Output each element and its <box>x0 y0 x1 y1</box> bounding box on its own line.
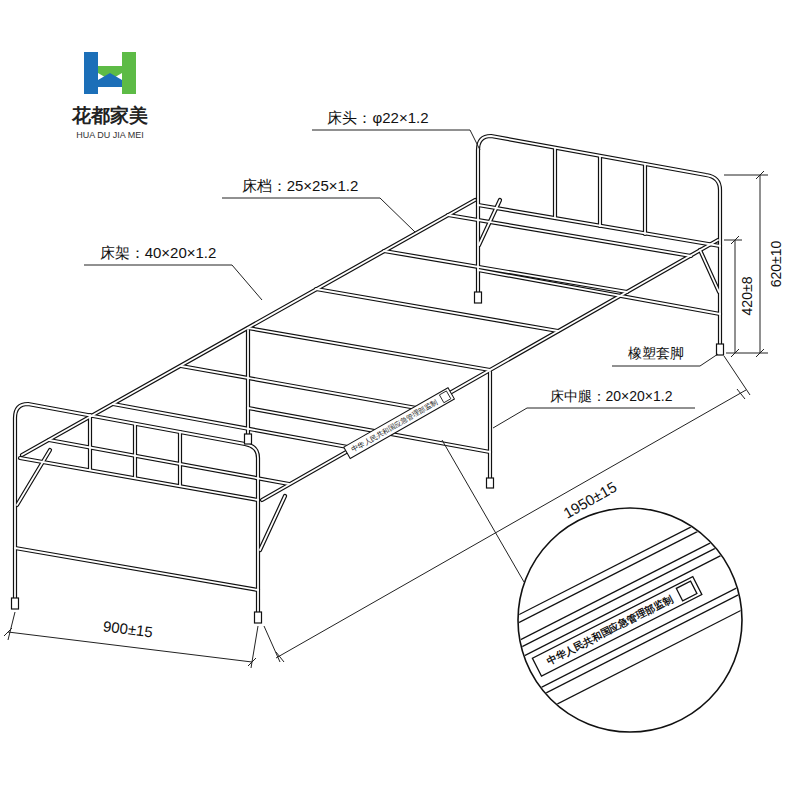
plate-text: 中华人民共和国应急管理部监制 <box>350 398 441 455</box>
dimension-line <box>760 175 761 353</box>
leader-line <box>312 130 480 150</box>
rubber-foot <box>245 434 252 444</box>
logo-block <box>84 52 98 94</box>
rubber-foot <box>12 598 19 609</box>
extension-line <box>724 240 742 241</box>
plate-stamp <box>676 581 697 601</box>
dimension-tick <box>731 236 739 244</box>
dimension-text: 420±8 <box>739 277 755 316</box>
leader-line <box>442 440 524 582</box>
leader-line <box>84 265 262 300</box>
dimension-tick <box>756 349 764 357</box>
rubber-foot <box>255 612 262 623</box>
leader-line <box>700 354 718 366</box>
dimension-text: 900±15 <box>102 617 154 640</box>
dimension-text: 620±10 <box>768 241 784 288</box>
extension-line <box>8 612 15 640</box>
detail-circle <box>518 508 742 732</box>
detail-tube <box>498 586 756 718</box>
dimension-tick <box>737 389 745 399</box>
leader-line <box>222 198 415 232</box>
extension-line <box>724 175 768 176</box>
dimension-tick <box>248 658 256 666</box>
brand-pinyin: HUA DU JIA MEI <box>76 130 144 140</box>
part-label: 橡塑套脚 <box>628 345 684 361</box>
dimension-text: 1950±15 <box>560 478 619 522</box>
leader-line <box>612 366 700 367</box>
detail-tube <box>474 540 732 672</box>
rubber-foot <box>475 292 482 303</box>
part-label: 床档：25×25×1.2 <box>242 177 359 194</box>
detail-tube <box>494 580 752 712</box>
plate-text: 中华人民共和国应急管理部监制 <box>544 593 676 668</box>
detail-tube <box>478 548 736 680</box>
part-label: 床架：40×20×1.2 <box>100 244 217 261</box>
name-plate <box>344 388 455 459</box>
logo-block <box>98 73 122 87</box>
dimension-line <box>735 240 736 353</box>
plate-stamp <box>439 391 450 403</box>
rubber-foot <box>487 478 494 488</box>
brand-name: 花都家美 <box>72 105 148 127</box>
leader-line <box>493 408 695 428</box>
dimension-tick <box>4 628 12 636</box>
logo-block <box>122 52 136 94</box>
dimension-tick <box>756 171 764 179</box>
dimension-tick <box>731 349 739 357</box>
part-label: 床头：φ22×1.2 <box>327 109 428 126</box>
extension-line <box>726 353 768 354</box>
dimension-tick <box>276 652 284 662</box>
rubber-foot <box>717 344 724 355</box>
part-label: 床中腿：20×20×1.2 <box>550 388 673 404</box>
